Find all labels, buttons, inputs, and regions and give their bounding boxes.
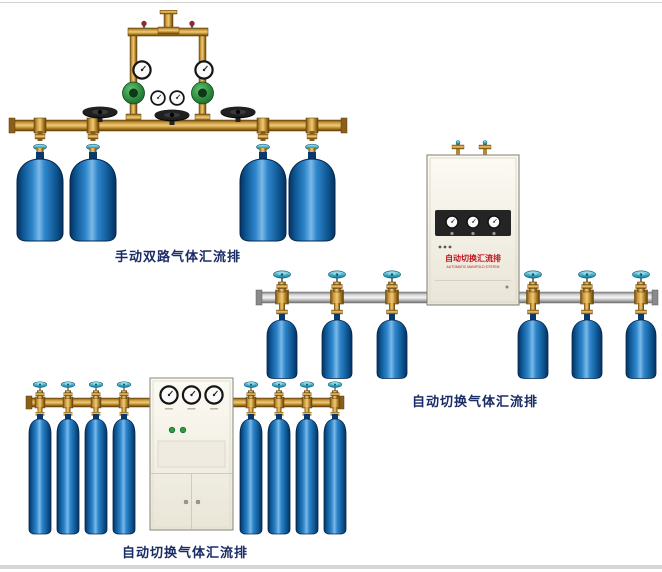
gas-cylinder [266,314,298,379]
pressure-regulator-left [122,60,166,106]
door-handle [195,499,201,505]
gas-cylinder [517,314,549,379]
auto-switch-manifold-illustration [25,377,347,535]
mini-valve-stem [142,24,146,29]
door-handle [183,499,189,505]
gas-cylinder [376,314,408,379]
cylinder-valve [271,381,287,400]
cylinder-station [266,270,298,379]
cylinder-station [517,270,549,379]
cylinder-station [239,117,287,242]
cylinder-valve [32,381,48,400]
page-border-top [0,2,662,3]
cylinder-valve [524,270,542,293]
control-cabinet: 自动切换汇流排 AUTOMATIC MANIFOLD SYSTEM [426,140,520,306]
cylinder-valve [60,381,76,400]
cylinder-valve [299,381,315,400]
gas-cylinder [28,414,52,535]
indicator-light [168,426,176,434]
product-caption: 自动切换气体汇流排 [411,394,538,409]
gas-cylinder [16,152,64,242]
cylinder-station [69,117,117,242]
mini-valve-knob [141,20,147,27]
cylinder-valve [578,270,596,293]
pressure-gauge [150,90,166,106]
gas-cylinder [323,414,347,535]
pressure-gauge [132,60,152,80]
auto-switch-manifold-illustration: 自动切换汇流排 AUTOMATIC MANIFOLD SYSTEM [255,140,659,379]
cylinder-station [571,270,603,379]
product-auto-switch-manifold-wall: 自动切换汇流排 AUTOMATIC MANIFOLD SYSTEM 自动切换气体… [254,140,662,410]
inlet-valve-knob [482,140,488,145]
cylinder-station [56,381,80,535]
gas-cylinder [239,414,263,535]
pressure-gauge [181,385,202,405]
pressure-gauge [466,215,480,229]
cylinder-valve [328,270,346,293]
cylinder-station [28,381,52,535]
cylinder-station [288,117,336,242]
gas-cylinder [625,314,657,379]
gas-cylinder [69,152,117,242]
gas-cylinder [295,414,319,535]
gas-cylinder [571,314,603,379]
gas-cylinder [84,414,108,535]
cylinder-station [239,381,263,535]
cylinder-station [295,381,319,535]
cylinder-valve [383,270,401,293]
control-cabinet [149,377,234,531]
cabinet-lock [505,285,509,289]
cylinder-valve [116,381,132,400]
cylinder-station [321,270,353,379]
pressure-gauge [487,215,501,229]
product-caption: 手动双路气体汇流排 [114,249,241,264]
cylinder-station [112,381,136,535]
mini-valve-knob [189,20,195,27]
indicator-light [179,426,187,434]
cylinder-station [84,381,108,535]
pressure-gauge [159,385,179,405]
cabinet-label-cn: 自动切换汇流排 [445,253,501,263]
cylinder-station [625,270,657,379]
cylinder-valve [632,270,650,293]
product-manual-dual-manifold: 手动双路气体汇流排 [8,10,348,265]
pressure-regulator-right [169,60,214,106]
cylinder-station [323,381,347,535]
pressure-gauge [169,90,185,106]
cabinet-panel [157,440,226,468]
mini-valve-stem [190,24,194,29]
pressure-gauge [194,60,214,80]
product-caption: 自动切换气体汇流排 [121,545,248,560]
product-auto-switch-manifold-floor: 自动切换气体汇流排 [20,375,350,561]
pressure-gauge [204,385,224,405]
valve-handwheel [220,106,256,122]
cylinder-station [376,270,408,379]
cylinder-valve [273,270,291,293]
gas-cylinder [321,314,353,379]
cylinder-valve [243,381,259,400]
gas-cylinder [267,414,291,535]
cylinder-station [267,381,291,535]
page-border-bottom [0,565,662,569]
cylinder-valve [88,381,104,400]
gas-cylinder [112,414,136,535]
pressure-gauge [445,215,459,229]
cylinder-station [16,117,64,242]
manual-dual-manifold-illustration [8,10,348,242]
inlet-valve-knob [455,140,461,145]
cabinet-label-en: AUTOMATIC MANIFOLD SYSTEM [447,265,500,269]
gas-cylinder [56,414,80,535]
